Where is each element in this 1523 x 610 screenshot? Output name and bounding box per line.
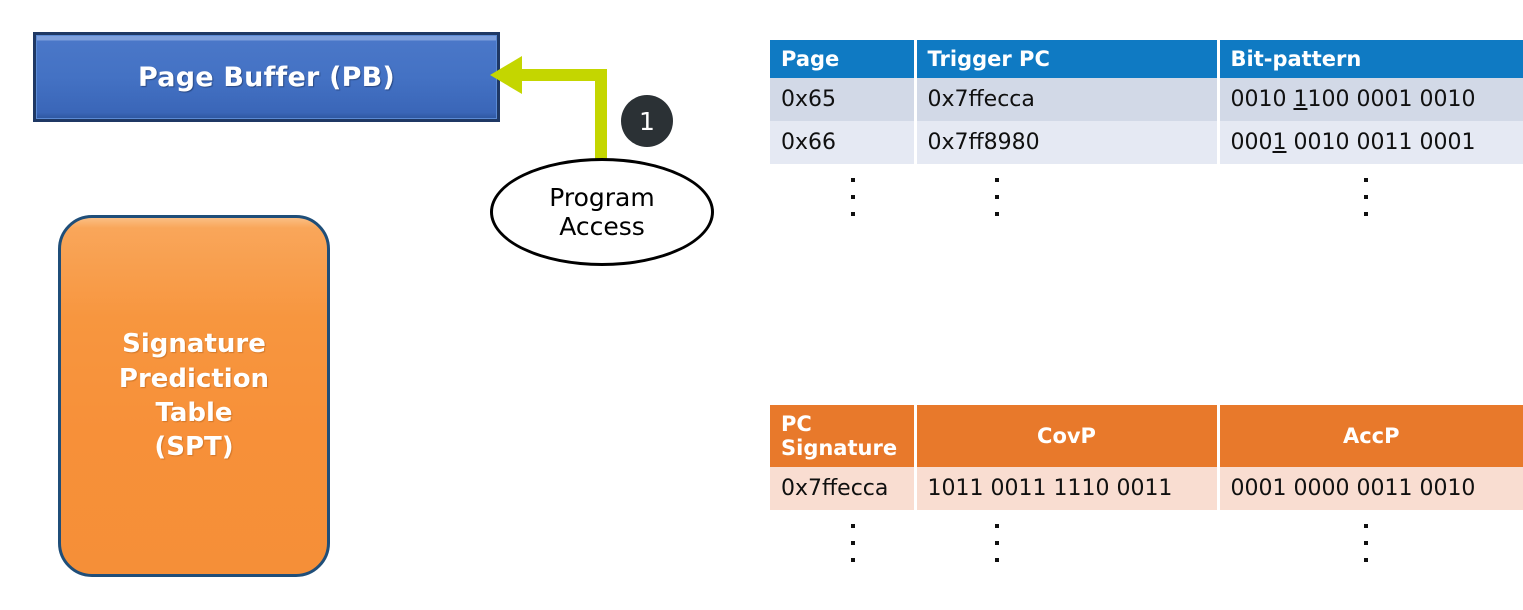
bit-pattern-prefix: 0010 (1230, 87, 1294, 112)
cell-covp: 1011 0011 1110 0011 (915, 467, 1220, 510)
column-header-covp: CovP (915, 405, 1220, 467)
vertical-ellipsis-icon (770, 510, 915, 576)
bit-pattern-highlight-bit: 1 (1293, 87, 1308, 112)
vertical-ellipsis-icon (770, 164, 915, 230)
program-access-to-page-buffer-arrow (490, 56, 607, 175)
cell-page: 0x65 (770, 78, 917, 121)
page-buffer-label: Page Buffer (PB) (138, 61, 395, 93)
table-header-row: Page Trigger PC Bit-pattern (770, 40, 1523, 78)
bit-pattern-highlight-bit: 1 (1272, 130, 1287, 155)
column-header-accp: AccP (1218, 405, 1523, 467)
table-row: 0x65 0x7ffecca 0010 1100 0001 0010 (770, 78, 1523, 121)
vertical-ellipsis-icon (1218, 164, 1523, 230)
vertical-ellipsis-icon (915, 164, 1218, 230)
column-header-bit-pattern: Bit-pattern (1218, 40, 1523, 78)
page-buffer-block: Page Buffer (PB) (33, 32, 500, 122)
step-badge-1: 1 (621, 95, 673, 147)
table-row: 0x66 0x7ff8980 0001 0010 0011 0001 (770, 121, 1523, 164)
cell-pc-signature: 0x7ffecca (770, 467, 917, 510)
cell-bit-pattern: 0001 0010 0011 0001 (1218, 121, 1523, 164)
cell-trigger-pc: 0x7ff8980 (915, 121, 1220, 164)
vertical-ellipsis-icon (915, 510, 1218, 576)
table-continuation-row (770, 510, 1523, 576)
bit-pattern-prefix: 000 (1230, 130, 1273, 155)
cell-accp: 0001 0000 0011 0010 (1218, 467, 1523, 510)
column-header-page: Page (770, 40, 917, 78)
cell-bit-pattern: 0010 1100 0001 0010 (1218, 78, 1523, 121)
table-row: 0x7ffecca 1011 0011 1110 0011 0001 0000 … (770, 467, 1523, 510)
cell-trigger-pc: 0x7ffecca (915, 78, 1220, 121)
bit-pattern-suffix: 100 0001 0010 (1307, 87, 1476, 112)
vertical-ellipsis-icon (1218, 510, 1523, 576)
bit-pattern-suffix: 0010 0011 0001 (1286, 130, 1476, 155)
table-continuation-row (770, 164, 1523, 230)
page-buffer-table: Page Trigger PC Bit-pattern 0x65 0x7ffec… (770, 40, 1523, 230)
step-badge-number: 1 (639, 106, 655, 136)
cell-page: 0x66 (770, 121, 917, 164)
column-header-trigger-pc: Trigger PC (915, 40, 1220, 78)
